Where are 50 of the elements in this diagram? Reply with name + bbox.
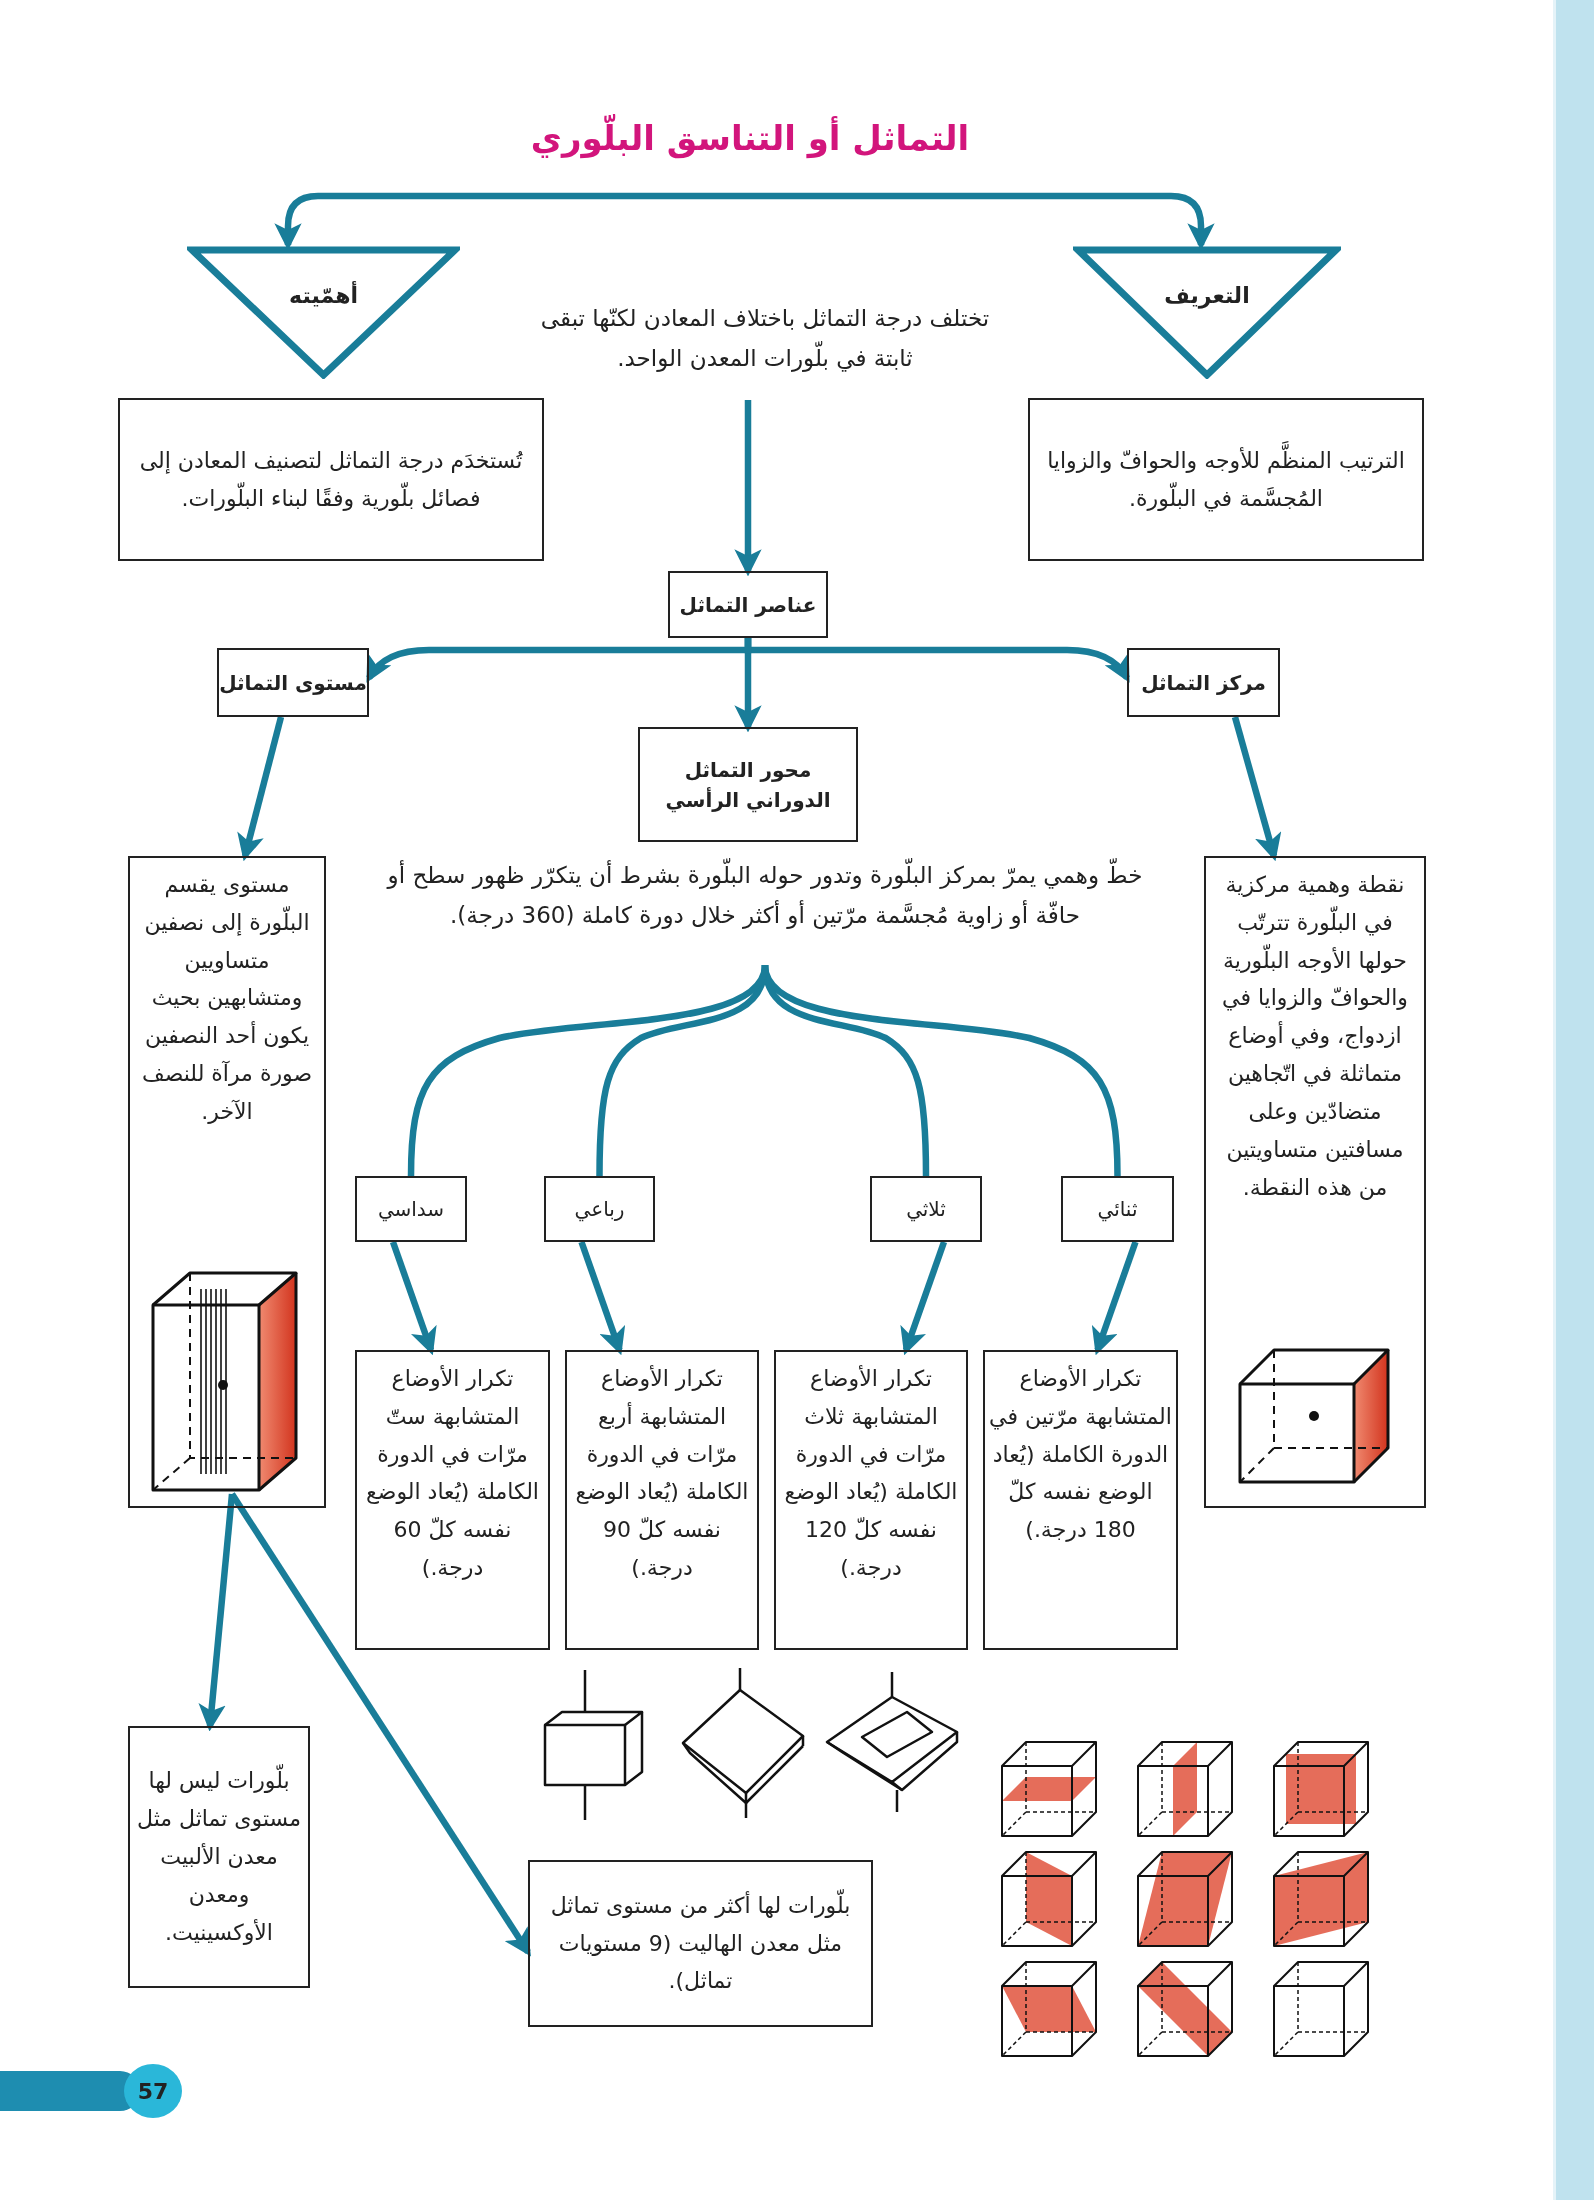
heading-box [638, 727, 858, 842]
concept-box [1204, 856, 1426, 1508]
concept-box [128, 1726, 310, 1988]
box-text: مستوى التماثل [219, 669, 367, 697]
note-text: خطّ وهمي يمرّ بمركز البلّورة وتدور حوله البلّورة بشرط أن يتكرّر ظهور سطح أو حافّة أو زاوية مُجسَّمة مرّتين أو أكثر خلال دورة كاملة (360 درجة). [385, 855, 1145, 936]
arrow [900, 1240, 948, 1356]
arrow [1091, 1240, 1139, 1356]
box-text: بلّورات لها أكثر من مستوى تماثل مثل معدن الهاليت (9 مستويات تماثل). [534, 1886, 867, 2001]
arrow [198, 1493, 236, 1732]
concept-box [1028, 398, 1424, 561]
concept-box [118, 398, 544, 561]
box-text: تكرار الأوضاع المتشابهة ثلاث مرّات في الدورة الكاملة (يُعاد الوضع نفسه كلّ 120 درجة.) [783, 1364, 959, 1583]
box-text: محور التماثل الدوراني الرأسي [664, 756, 832, 815]
box-text: تكرار الأوضاع المتشابهة ستّ مرّات في الدورة الكاملة (يُعاد الوضع نفسه كلّ 60 درجة.) [365, 1364, 540, 1583]
arrow [389, 1240, 437, 1356]
triangle-label: أهمّيته [289, 283, 358, 308]
box-text: تُستخدَم درجة التماثل لتصنيف المعادن إلى فصائل بلّورية وفقًا لبناء البلّورات. [138, 446, 524, 513]
box-text: مستوى يقسم البلّورة إلى نصفين متساويين ومتشابهين بحيث يكون أحد النصفين صورة مرآة للنصف الآخر. [140, 871, 314, 1126]
box-text: عناصر التماثل [679, 591, 817, 619]
box-text: تكرار الأوضاع المتشابهة مرّتين في الدورة الكاملة (يُعاد الوضع نفسه كلّ 180 درجة.) [989, 1364, 1172, 1545]
arrow [229, 1492, 531, 1957]
heading-box [1127, 648, 1280, 717]
heading-box [217, 648, 369, 717]
heading-box [355, 1176, 467, 1242]
box-text: نقطة وهمية مركزية في البلّورة تترتّب حولها الأوجه البلّورية والحوافّ والزوايا في ازدواج، وفي أوضاع متماثلة في اتّجاهين متضادّين وعلى مسافتين متساويتين من هذه النقطة. [1221, 871, 1409, 1202]
box-text: بلّورات ليس لها مستوى تماثل مثل معدن الألبيت ومعدن الأوكسينيت. [134, 1762, 304, 1952]
box-text: مركز التماثل [1141, 669, 1266, 697]
concept-box [355, 1350, 550, 1650]
note-text: تختلف درجة التماثل باختلاف المعادن لكنّها تبقى ثابتة في بلّورات المعدن الواحد. [539, 304, 991, 374]
heading-box [668, 571, 828, 638]
triangle-label: التعريف [1164, 283, 1250, 308]
arrow [237, 716, 285, 862]
arrow [578, 1240, 626, 1356]
arrow [1231, 716, 1282, 862]
concept-box [528, 1860, 873, 2027]
box-text: تكرار الأوضاع المتشابهة أربع مرّات في الدورة الكاملة (يُعاد الوضع نفسه كلّ 90 درجة.) [574, 1364, 750, 1583]
box-text: سداسي [377, 1196, 445, 1224]
page-number: 57 [124, 2064, 182, 2118]
box-text: رباعي [574, 1196, 625, 1224]
box-text: ثنائي [1097, 1196, 1138, 1224]
heading-box [870, 1176, 982, 1242]
concept-box [774, 1350, 968, 1650]
box-text: الترتيب المنظَّم للأوجه والحوافّ والزوايا المُجسَّمة في البلّورة. [1034, 441, 1418, 518]
concept-box [565, 1350, 759, 1650]
concept-box [983, 1350, 1178, 1650]
concept-box [128, 856, 326, 1508]
heading-box [1061, 1176, 1174, 1242]
box-text: ثلاثي [906, 1196, 946, 1224]
arrow [366, 638, 752, 683]
heading-box [544, 1176, 655, 1242]
